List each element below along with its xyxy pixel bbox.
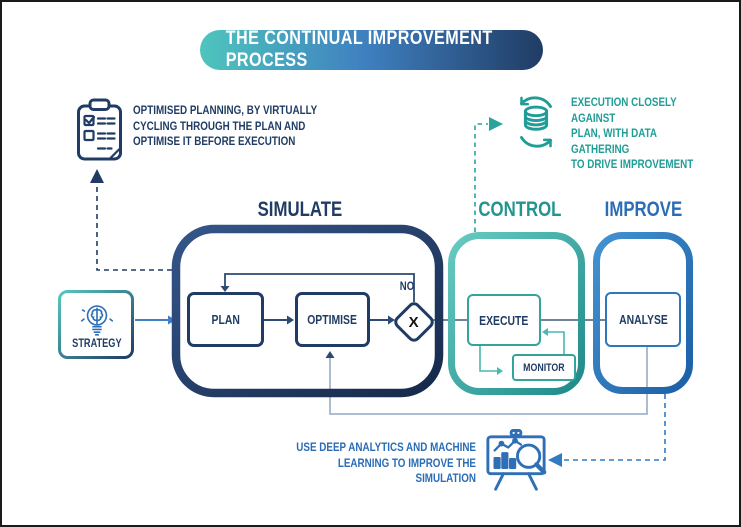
execution-annotation-line: TO DRIVE IMPROVEMENT: [571, 157, 694, 171]
clipboard-checklist-icon: [77, 98, 122, 161]
analyse-node: ANALYSE: [605, 292, 681, 347]
plan-node: PLAN: [187, 292, 264, 347]
execution-annotation-line: EXECUTION CLOSELY AGAINST: [571, 95, 677, 125]
planning-annotation-line: OPTIMISE IT BEFORE EXECUTION: [133, 134, 296, 148]
simulate-label: SIMULATE: [257, 198, 343, 221]
strategy-bulb-brain-icon: [80, 305, 113, 336]
page-title: THE CONTINUAL IMPROVEMENT PROCESS: [225, 28, 493, 71]
arrowhead-planning-note: [90, 169, 104, 183]
planning-annotation-line: CYCLING THROUGH THE PLAN AND: [133, 118, 306, 133]
dashed-simulate-to-planning-note: [96, 184, 172, 271]
arrowhead-monitor-execute: [542, 328, 548, 336]
strategy-node: STRATEGY: [63, 294, 130, 355]
planning-annotation: OPTIMISED PLANNING, BY VIRTUALLY CYCLING…: [133, 103, 358, 150]
arrowhead-loop-optimise: [325, 351, 335, 358]
control-label: CONTROL: [478, 198, 562, 221]
data-sync-icon: [520, 96, 552, 148]
loop-analyse-to-optimise: [329, 347, 648, 415]
arrowhead-execution-note: [489, 117, 503, 131]
execution-annotation: EXECUTION CLOSELY AGAINST PLAN, WITH DAT…: [571, 95, 739, 173]
improve-label: IMPROVE: [604, 198, 682, 221]
line-monitor-to-execute: [548, 331, 565, 354]
monitor-node: MONITOR: [512, 354, 576, 381]
analytics-annotation-line: USE DEEP ANALYTICS AND MACHINE: [296, 440, 476, 454]
dashed-improve-to-analytics-note: [563, 394, 666, 461]
execute-node: EXECUTE: [467, 294, 541, 346]
optimise-node: OPTIMISE: [295, 292, 370, 347]
arrowhead-analytics-note: [548, 453, 562, 467]
line-execute-to-monitor: [479, 346, 497, 372]
planning-annotation-line: OPTIMISED PLANNING, BY VIRTUALLY: [133, 103, 318, 117]
title-banner: THE CONTINUAL IMPROVEMENT PROCESS: [200, 28, 543, 71]
arrowhead-plan-optimise: [287, 315, 294, 325]
decision-no-label: NO: [399, 279, 415, 293]
analytics-annotation-line: LEARNING TO IMPROVE THE SIMULATION: [337, 455, 476, 486]
arrowhead-strategy: [168, 315, 176, 325]
strategy-node-label: STRATEGY: [71, 338, 122, 350]
execution-annotation-line: PLAN, WITH DATA GATHERING: [571, 126, 657, 156]
decision-diamond: X: [391, 299, 437, 345]
arrowhead-monitor: [497, 367, 503, 375]
analytics-presentation-icon: [486, 429, 547, 491]
analytics-annotation: USE DEEP ANALYTICS AND MACHINE LEARNING …: [256, 440, 476, 487]
